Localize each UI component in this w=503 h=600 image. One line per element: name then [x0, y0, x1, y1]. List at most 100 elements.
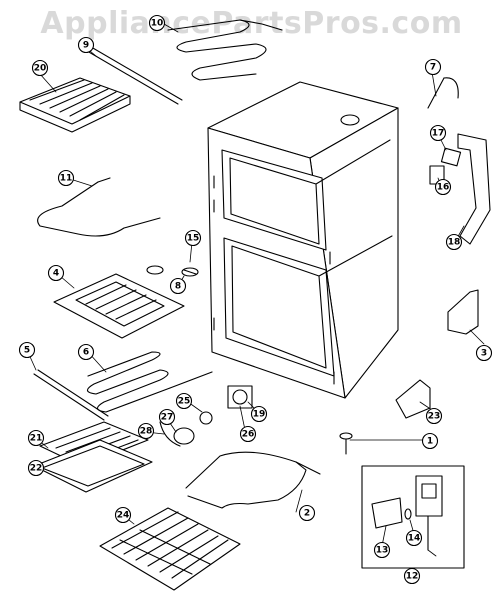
- callout-5: 5: [18, 341, 36, 359]
- callout-14: 14: [405, 529, 423, 547]
- oven-light-assembly: [159, 385, 253, 447]
- callout-19: 19: [250, 405, 268, 423]
- callout-3: 3: [475, 344, 493, 362]
- callout-18: 18: [445, 233, 463, 251]
- callout-number: 6: [83, 348, 89, 358]
- callout-circle: [239, 425, 257, 443]
- callout-number: 7: [430, 63, 436, 73]
- callout-circle: [31, 59, 49, 77]
- callout-9: 9: [77, 36, 95, 54]
- bottom-bake-element: [185, 451, 321, 509]
- callout-16: 16: [434, 178, 452, 196]
- callout-number: 20: [34, 64, 47, 74]
- callout-circle: [403, 567, 421, 585]
- callout-number: 17: [432, 129, 445, 139]
- callout-number: 25: [178, 397, 191, 407]
- callout-number: 11: [60, 174, 73, 184]
- callout-6: 6: [77, 343, 95, 361]
- callout-13: 13: [373, 541, 391, 559]
- callout-15: 15: [184, 229, 202, 247]
- callout-number: 22: [30, 464, 43, 474]
- callout-12: 12: [403, 567, 421, 585]
- leveling-screw: [339, 432, 353, 455]
- callout-circle: [475, 344, 493, 362]
- callout-number: 5: [24, 346, 30, 356]
- callout-23: 23: [425, 407, 443, 425]
- callout-20: 20: [31, 59, 49, 77]
- callout-number: 10: [151, 19, 164, 29]
- oven-cavity: [207, 81, 399, 399]
- broil-element: [37, 177, 161, 237]
- callout-circle: [250, 405, 268, 423]
- callout-number: 8: [175, 282, 181, 292]
- bake-element-shield: [53, 273, 185, 339]
- callout-number: 24: [117, 511, 130, 521]
- callout-21: 21: [27, 429, 45, 447]
- callout-2: 2: [298, 504, 316, 522]
- callout-number: 1: [427, 437, 433, 447]
- oven-rack-upper: [19, 77, 131, 133]
- callout-number: 19: [253, 410, 266, 420]
- oven-rack-lower: [99, 507, 241, 591]
- callout-circle: [77, 343, 95, 361]
- callout-circle: [18, 341, 36, 359]
- callout-circle: [434, 178, 452, 196]
- callout-circle: [175, 392, 193, 410]
- callout-number: 28: [140, 427, 153, 437]
- callout-circle: [158, 408, 176, 426]
- watermark-text: AppliancePartsPros.com: [40, 6, 463, 41]
- callout-number: 2: [304, 509, 310, 519]
- callout-number: 12: [406, 572, 419, 582]
- callout-24: 24: [114, 506, 132, 524]
- callout-8: 8: [169, 277, 187, 295]
- callout-number: 16: [437, 183, 450, 193]
- callout-22: 22: [27, 459, 45, 477]
- callout-number: 14: [408, 534, 421, 544]
- callout-circle: [137, 422, 155, 440]
- callout-25: 25: [175, 392, 193, 410]
- wire-sensor: [427, 77, 459, 109]
- callout-circle: [77, 36, 95, 54]
- callout-number: 26: [242, 430, 255, 440]
- callout-circle: [429, 124, 447, 142]
- callout-10: 10: [148, 14, 166, 32]
- callout-17: 17: [429, 124, 447, 142]
- callout-number: 9: [83, 41, 89, 51]
- callout-circle: [373, 541, 391, 559]
- callout-number: 18: [448, 238, 461, 248]
- callout-circle: [27, 429, 45, 447]
- top-heating-element: [167, 19, 283, 81]
- callout-number: 23: [428, 412, 441, 422]
- bake-element: [86, 351, 213, 413]
- callout-28: 28: [137, 422, 155, 440]
- inset-light-kit: [361, 465, 465, 569]
- callout-circle: [421, 432, 439, 450]
- callout-circle: [114, 506, 132, 524]
- callout-circle: [27, 459, 45, 477]
- callout-1: 1: [421, 432, 439, 450]
- callout-circle: [148, 14, 166, 32]
- callout-circle: [405, 529, 423, 547]
- callout-circle: [57, 169, 75, 187]
- callout-circle: [445, 233, 463, 251]
- callout-number: 21: [30, 434, 43, 444]
- callout-number: 13: [376, 546, 389, 556]
- callout-number: 15: [187, 234, 200, 244]
- callout-number: 27: [161, 413, 174, 423]
- callout-26: 26: [239, 425, 257, 443]
- callout-circle: [424, 58, 442, 76]
- corner-bracket: [395, 379, 431, 419]
- callout-27: 27: [158, 408, 176, 426]
- callout-7: 7: [424, 58, 442, 76]
- callout-number: 3: [481, 349, 487, 359]
- callout-circle: [169, 277, 187, 295]
- callout-number: 4: [53, 269, 59, 279]
- callout-4: 4: [47, 264, 65, 282]
- side-trim-parts: [429, 133, 491, 335]
- broil-pan-and-grid: [33, 421, 153, 493]
- callout-circle: [425, 407, 443, 425]
- callout-circle: [298, 504, 316, 522]
- rack-support-rod: [81, 43, 183, 105]
